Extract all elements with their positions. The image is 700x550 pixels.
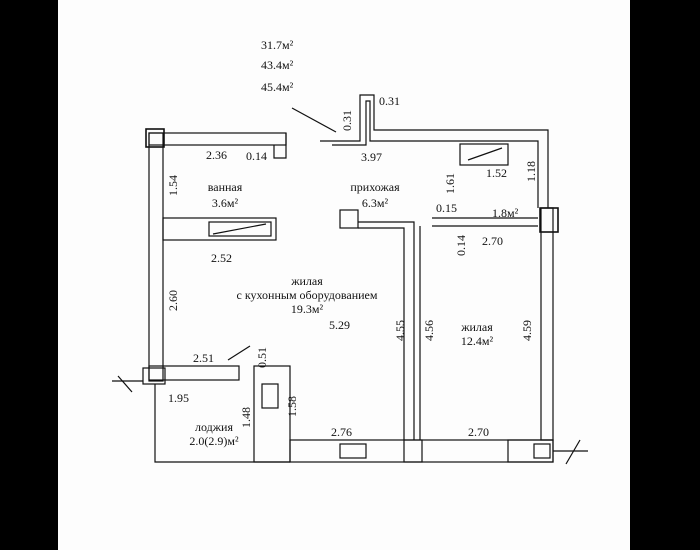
wall-node-top-left — [145, 128, 165, 148]
dim-kitchen-side: 2.60 — [166, 290, 180, 311]
dim-bath-nook: 0.14 — [246, 149, 267, 163]
dim-room-top: 2.70 — [482, 234, 503, 248]
dim-kitchen-width: 5.29 — [329, 318, 350, 332]
dim-room-wall-small: 0.14 — [454, 235, 468, 256]
living-room-area: 12.4м² — [460, 334, 494, 348]
dim-kitchen-bottom-left: 2.51 — [193, 351, 214, 365]
window-bottom-3-inner — [533, 443, 551, 459]
total-area-label: 43.4м² — [261, 58, 294, 72]
dim-room-side: 4.59 — [520, 320, 534, 341]
dim-bath-side: 1.54 — [166, 175, 180, 196]
leader-kitchen — [227, 345, 251, 361]
bath-fixture — [208, 221, 272, 237]
window-bottom-2 — [403, 439, 423, 463]
loggia-outline — [154, 384, 290, 463]
bathroom-area: 3.6м² — [211, 196, 239, 210]
bath-fixture-diagonal — [212, 223, 267, 235]
loggia-break-left-2 — [117, 375, 133, 393]
loggia-name: лоджия — [195, 420, 233, 434]
dim-partition-right: 4.56 — [422, 320, 436, 341]
hallway-area: 6.3м² — [361, 196, 389, 210]
dim-closet-wall: 0.15 — [436, 201, 457, 215]
kitchen-column-inner — [261, 383, 279, 409]
wall-top-left — [148, 132, 287, 146]
dim-top-notch-left: 0.31 — [340, 110, 354, 131]
wall-node-left — [142, 367, 166, 385]
dim-closet-top: 1.52 — [486, 166, 507, 180]
wall-bath-nook — [273, 133, 287, 159]
closet-diagonal — [467, 147, 503, 161]
wall-bath-bottom — [162, 217, 277, 241]
leader-area — [291, 107, 337, 133]
total-area-loggia-label: 45.4м² — [261, 80, 294, 94]
wall-partition — [358, 221, 415, 440]
bathroom-name: ванная — [207, 180, 243, 194]
dim-bath-bottom: 2.52 — [211, 251, 232, 265]
dim-top-notch-right: 0.31 — [379, 94, 400, 108]
wall-top-right — [320, 94, 549, 208]
dim-hall-top: 3.97 — [361, 150, 382, 164]
dim-closet-side-right: 1.18 — [524, 161, 538, 182]
dim-kitchen-bottom-right: 2.76 — [331, 425, 352, 439]
living-kitchen-name-2: с кухонным оборудованием — [236, 288, 378, 302]
wall-kitchen-bottom — [148, 365, 240, 381]
dim-partition-left: 4.55 — [393, 320, 407, 341]
living-kitchen-name: жилая — [291, 274, 323, 288]
window-bottom-3 — [507, 439, 554, 463]
wall-node-right — [539, 207, 559, 233]
dim-bath-top: 2.36 — [206, 148, 227, 162]
dim-loggia-side: 1.48 — [239, 407, 253, 428]
hallway-name: прихожая — [350, 180, 400, 194]
right-break-2 — [565, 439, 581, 465]
wall-right — [540, 207, 554, 441]
wall-partition-inner — [358, 227, 405, 440]
dim-kitchen-wall-small: 0.51 — [255, 347, 269, 368]
window-bottom-1 — [339, 443, 367, 459]
loggia-area: 2.0(2.9)м² — [189, 434, 239, 448]
wall-left — [148, 132, 164, 382]
wall-top-right-inner — [332, 100, 539, 208]
closet-block — [459, 143, 509, 166]
closet-area: 1.8м² — [492, 206, 519, 220]
living-area-label: 31.7м² — [261, 38, 294, 52]
dim-column-side: 1.58 — [285, 396, 299, 417]
dim-room-bottom: 2.70 — [468, 425, 489, 439]
hall-column — [339, 209, 359, 229]
living-room-name: жилая — [461, 320, 493, 334]
dim-loggia-top: 1.95 — [168, 391, 189, 405]
dim-closet-side-left: 1.61 — [443, 173, 457, 194]
living-kitchen-area: 19.3м² — [290, 302, 324, 316]
